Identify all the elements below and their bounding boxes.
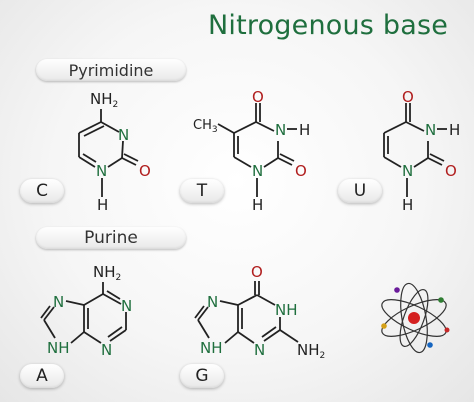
cytosine-amine: NH2 <box>90 90 118 110</box>
thymine-letter-badge: T <box>180 179 224 203</box>
guanine-letter-badge: G <box>180 364 224 388</box>
uracil-right-oxygen: O <box>445 162 457 180</box>
guanine-nh-left: NH <box>200 339 223 357</box>
guanine-structure: O N NH NH N NH2 <box>194 263 325 361</box>
adenine-n2: N <box>101 341 112 359</box>
thymine-right-nitrogen: N <box>275 121 286 139</box>
uracil-structure: O N H N O H <box>383 88 460 214</box>
cytosine-letter-badge: C <box>20 179 64 203</box>
adenine-n1: N <box>121 297 132 315</box>
cytosine-ring-nitrogen: N <box>118 126 129 144</box>
cytosine-structure: NH2 N N H O <box>78 90 151 214</box>
pyrimidine-label: Pyrimidine <box>36 59 186 81</box>
thymine-top-oxygen: O <box>252 88 264 106</box>
page-title: Nitrogenous base <box>208 10 449 41</box>
uracil-bottom-hydrogen: H <box>402 196 413 214</box>
thymine-right-hydrogen: H <box>299 121 310 139</box>
atom-nucleus <box>408 312 420 324</box>
thymine-bottom-hydrogen: H <box>252 196 263 214</box>
adenine-nh: NH <box>47 339 70 357</box>
uracil-bottom-nitrogen: N <box>402 162 413 180</box>
purine-label: Purine <box>36 227 186 249</box>
uracil-letter-badge: U <box>338 179 382 203</box>
uracil-right-nitrogen: N <box>425 121 436 139</box>
atom-icon <box>381 282 450 354</box>
cytosine-oxygen: O <box>139 162 151 180</box>
guanine-oxygen: O <box>251 263 263 281</box>
thymine-methyl: CH3 <box>193 118 218 135</box>
cytosine-nh-nitrogen: N <box>96 162 107 180</box>
adenine-n3: N <box>53 293 64 311</box>
uracil-right-hydrogen: H <box>449 121 460 139</box>
guanine-n-left: N <box>207 293 218 311</box>
thymine-bottom-nitrogen: N <box>252 162 263 180</box>
cytosine-hydrogen: H <box>97 196 108 214</box>
guanine-nh-right: NH <box>275 301 298 319</box>
adenine-structure: NH2 N N N NH <box>40 263 132 359</box>
guanine-amine: NH2 <box>297 341 325 361</box>
adenine-letter-badge: A <box>20 364 64 388</box>
uracil-top-oxygen: O <box>402 88 414 106</box>
thymine-structure: CH3 O N H N O H <box>193 88 310 214</box>
adenine-amine: NH2 <box>93 263 121 283</box>
guanine-n-bottom: N <box>254 341 265 359</box>
thymine-right-oxygen: O <box>295 162 307 180</box>
